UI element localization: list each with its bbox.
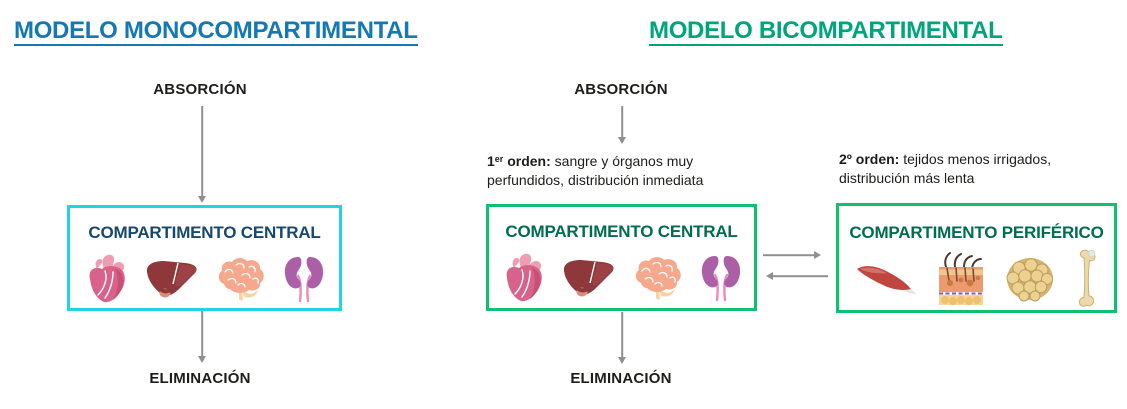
heart-icon bbox=[506, 253, 542, 302]
second-order-note: 2º orden: tejidos menos irrigados, distr… bbox=[839, 150, 1099, 188]
mono-central-compartment-box: COMPARTIMENTO CENTRAL bbox=[67, 205, 342, 311]
bi-central-compartment-box: COMPARTIMENTO CENTRAL bbox=[486, 204, 757, 311]
mono-elimination-arrow-icon bbox=[197, 311, 207, 363]
first-order-bold-label: orden: bbox=[503, 153, 551, 169]
heart-icon bbox=[89, 254, 125, 303]
brain-icon bbox=[218, 258, 264, 301]
bi-peripheral-compartment-title: COMPARTIMENTO PERIFÉRICO bbox=[849, 223, 1104, 242]
first-order-note: 1er orden: sangre y órganos muy perfundi… bbox=[487, 150, 757, 190]
mono-absorption-arrow-icon bbox=[197, 106, 207, 203]
distribution-arrow-right-icon bbox=[763, 250, 821, 260]
bi-absorption-arrow-icon bbox=[617, 106, 627, 144]
second-order-body: tejidos menos irrigados, distribución má… bbox=[839, 151, 1052, 186]
bone-icon bbox=[1078, 249, 1096, 307]
liver-icon bbox=[563, 260, 614, 297]
adipose-tissue-icon bbox=[1006, 258, 1053, 302]
kidneys-icon bbox=[284, 257, 323, 303]
distribution-arrow-left-icon bbox=[766, 271, 828, 281]
skin-icon bbox=[938, 252, 983, 305]
kidneys-icon bbox=[701, 256, 740, 302]
bi-elimination-arrow-icon bbox=[617, 312, 627, 364]
bi-central-compartment-title: COMPARTIMENTO CENTRAL bbox=[505, 222, 738, 241]
liver-icon bbox=[146, 261, 197, 298]
bi-organ-icons-row bbox=[502, 249, 742, 307]
brain-icon bbox=[635, 257, 681, 300]
mono-organ-icons-row bbox=[85, 250, 325, 308]
second-order-number: 2º bbox=[839, 151, 852, 167]
bi-peripheral-compartment-box: COMPARTIMENTO PERIFÉRICO bbox=[836, 203, 1117, 313]
bi-elimination-label: ELIMINACIÓN bbox=[570, 370, 672, 387]
bi-tissue-icons-row bbox=[855, 249, 1099, 308]
second-order-bold-label: orden: bbox=[851, 151, 900, 167]
mono-model-title: MODELO MONOCOMPARTIMENTAL bbox=[14, 18, 418, 47]
first-order-body: sangre y órganos muy perfundidos, distri… bbox=[487, 153, 704, 188]
bi-model-title: MODELO BICOMPARTIMENTAL bbox=[649, 18, 1003, 47]
mono-elimination-label: ELIMINACIÓN bbox=[149, 370, 251, 387]
bi-absorption-label: ABSORCIÓN bbox=[574, 81, 668, 98]
muscle-icon bbox=[856, 266, 916, 294]
mono-absorption-label: ABSORCIÓN bbox=[153, 81, 247, 98]
first-order-superscript: er bbox=[494, 154, 504, 164]
mono-central-compartment-title: COMPARTIMENTO CENTRAL bbox=[88, 223, 321, 242]
first-order-number: 1 bbox=[487, 153, 495, 169]
